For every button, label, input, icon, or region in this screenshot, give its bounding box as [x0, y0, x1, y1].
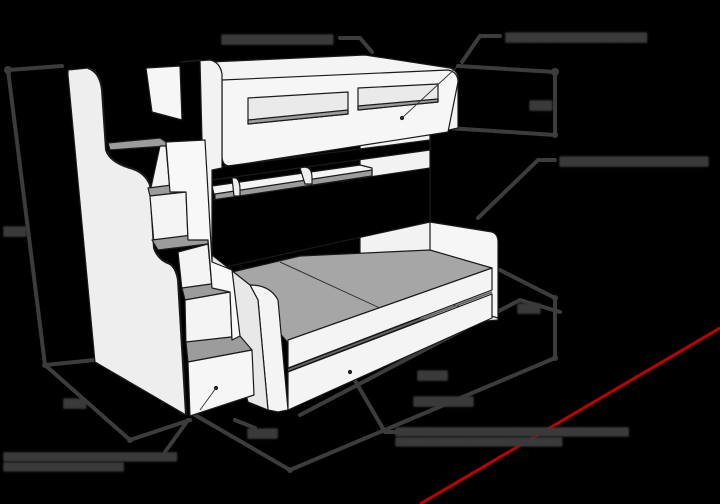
total-height-label: ▇▇▇: [4, 226, 27, 236]
bed-width-label: ▇▇▇▇: [248, 428, 278, 438]
stair-depth-label: ▇▇▇: [64, 398, 87, 408]
guardrail-height-label: ▇▇▇: [530, 100, 553, 110]
bunk-bed: [67, 54, 499, 417]
right-panel-callout-label: ▇▇▇▇▇▇▇▇▇▇▇▇▇▇▇▇▇▇▇▇: [560, 156, 709, 166]
trundle-callout-line2: ▇▇▇▇▇▇▇▇▇▇▇▇▇▇▇▇▇▇▇▇▇▇▇▇▇: [396, 437, 563, 446]
dimension-lines: [6, 34, 562, 472]
stair-callout-line1: ▇▇▇▇▇▇▇▇▇▇▇▇▇▇▇▇▇▇▇▇▇▇▇▇▇▇: [4, 452, 177, 461]
top-rail-callout-label: ▇▇▇▇▇▇▇▇▇▇▇▇▇▇▇: [222, 34, 334, 44]
red-accent-line: [419, 326, 720, 504]
trundle-callout-line1: ▇▇▇▇▇▇▇▇▇▇▇▇▇▇▇▇▇▇▇▇▇▇▇▇▇▇▇▇▇▇▇▇▇▇▇: [396, 427, 629, 436]
stair-callout-line2: ▇▇▇▇▇▇▇▇▇▇▇▇▇▇▇▇▇▇: [4, 462, 124, 471]
top-right-callout-label: ▇▇▇▇▇▇▇▇▇▇▇▇▇▇▇▇▇▇▇: [506, 32, 648, 42]
dimension-endpoints: [4, 66, 559, 473]
lower-height-label: ▇▇▇: [518, 303, 541, 313]
length-alt-label: ▇▇▇▇▇▇▇▇: [414, 396, 474, 406]
length-label: ▇▇▇▇: [418, 370, 448, 380]
pointer-leaders: [199, 65, 459, 411]
